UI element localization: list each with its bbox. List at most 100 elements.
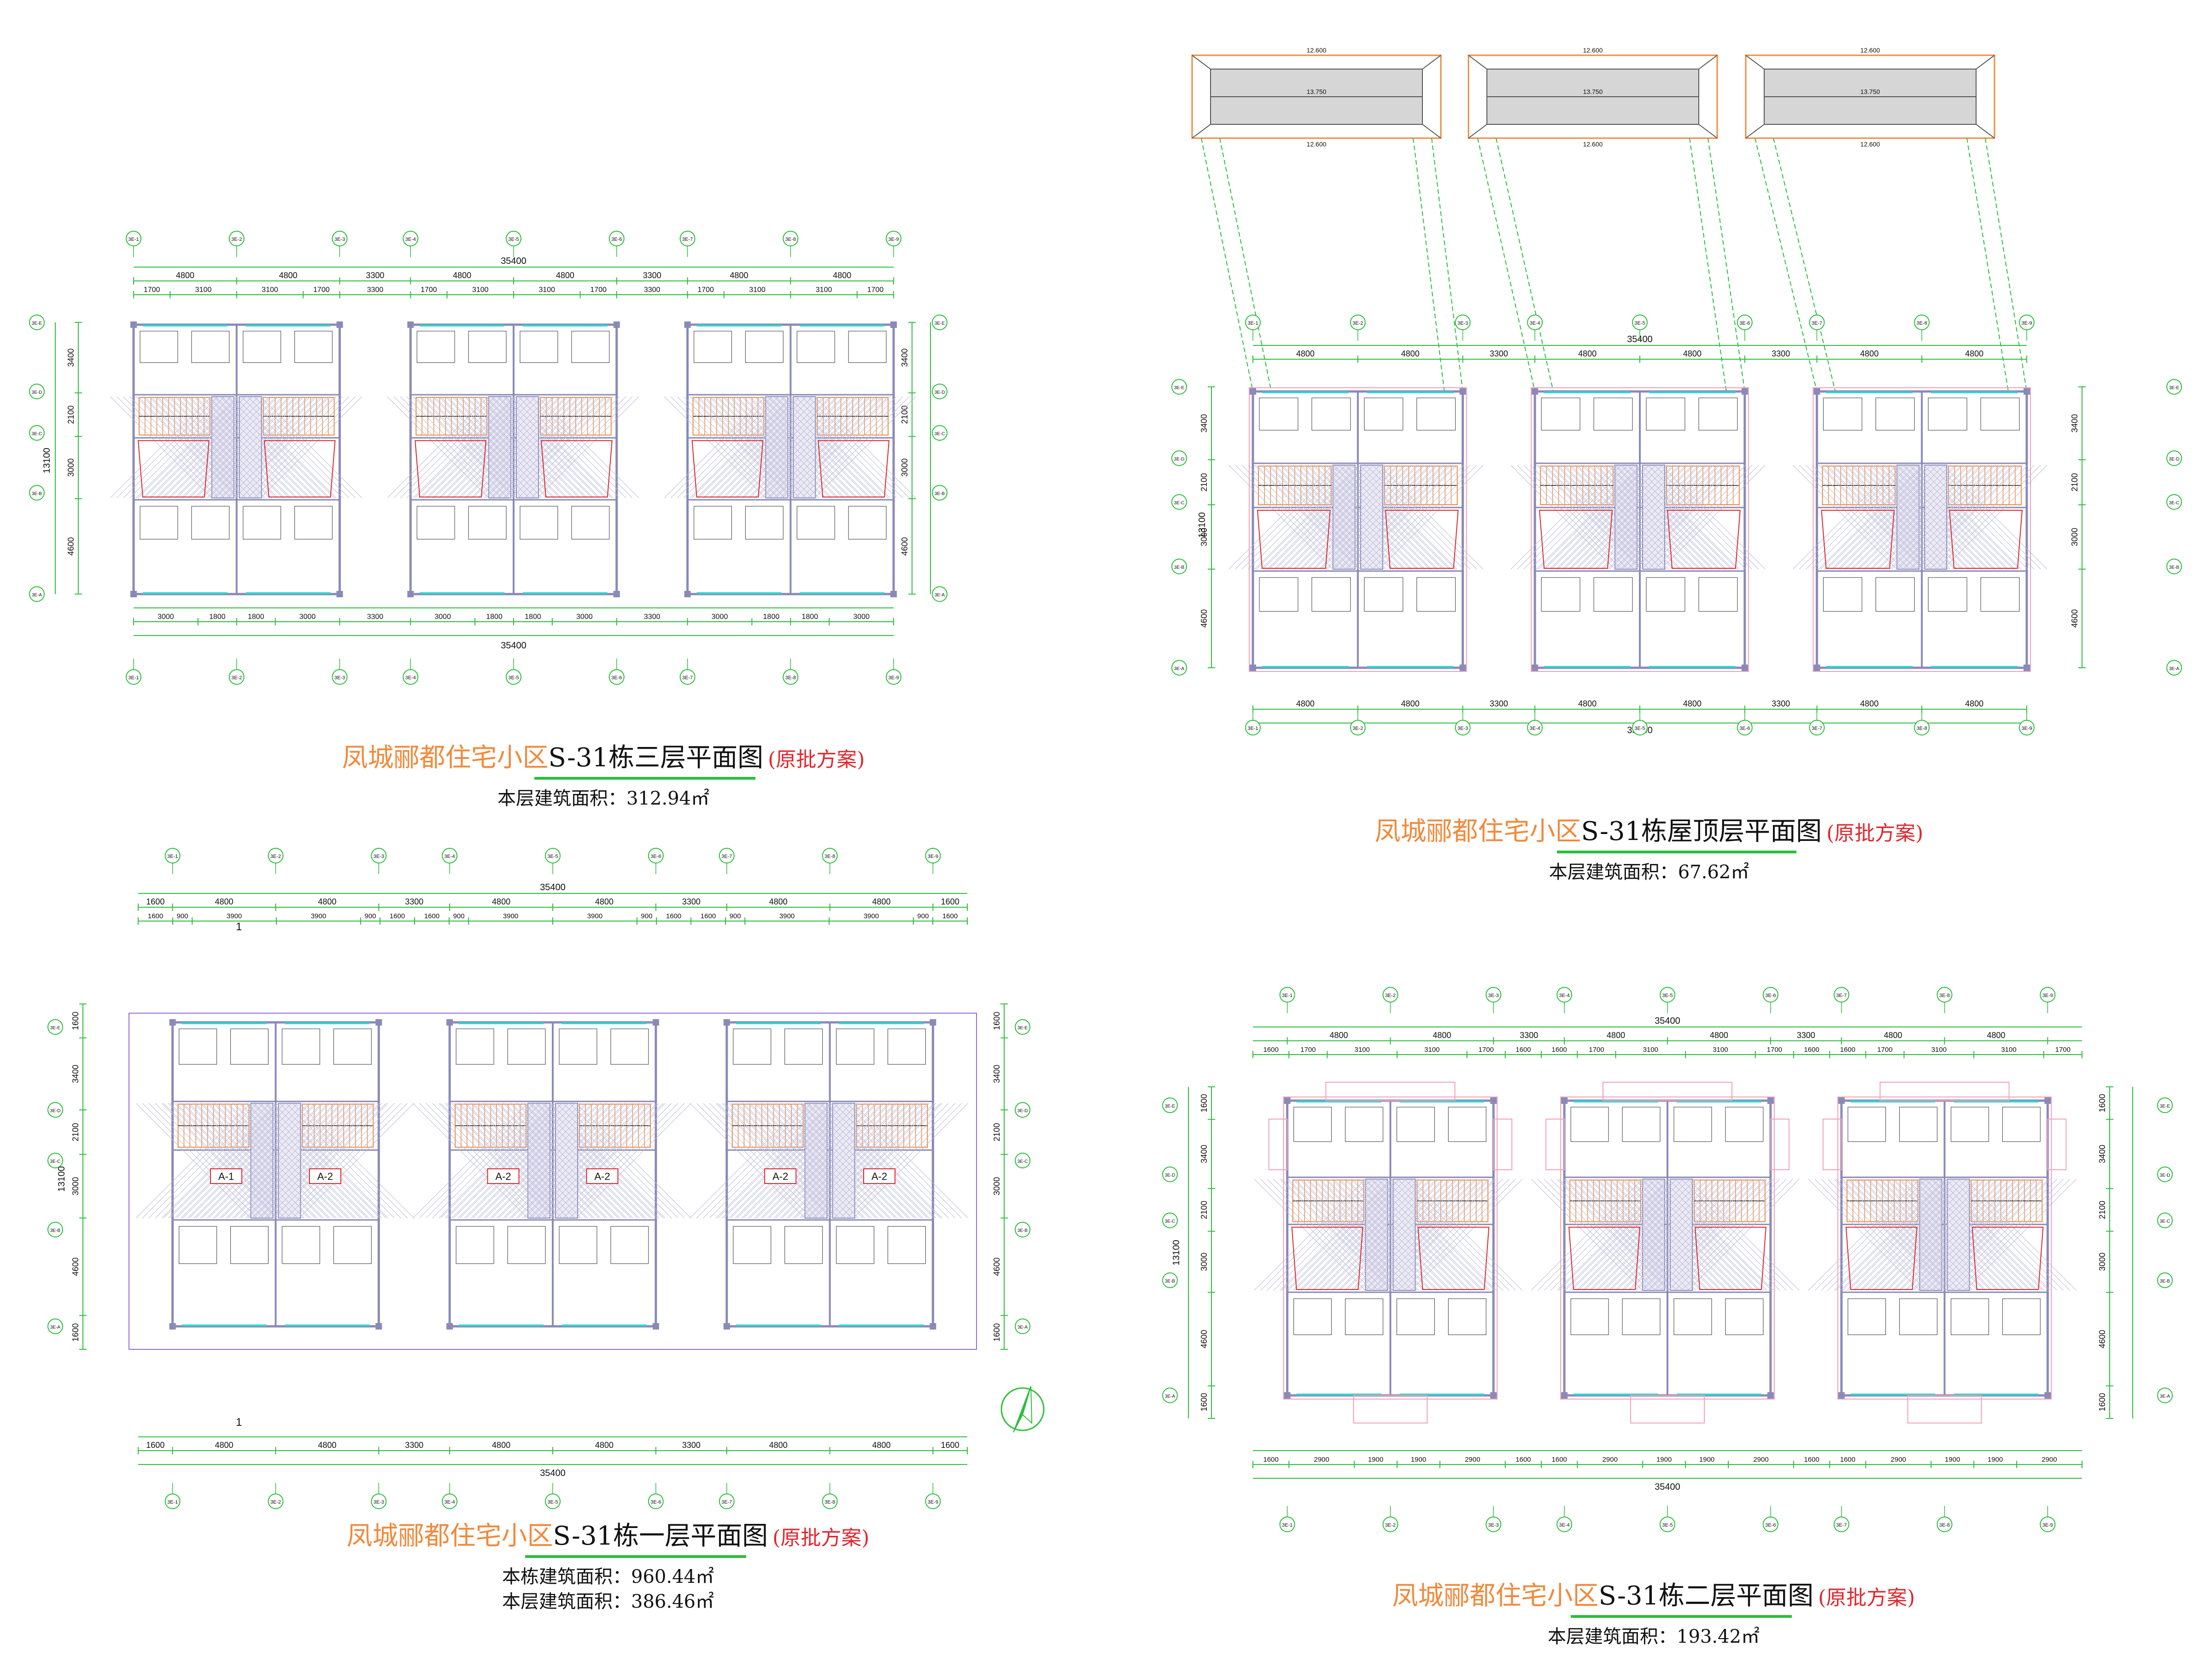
fixture <box>456 1028 494 1065</box>
hatch-line <box>807 1103 923 1219</box>
hatch-line <box>1320 1179 1432 1291</box>
side-span-label: 3400 <box>1199 414 1209 432</box>
axis-bubble: 3E-E <box>1171 379 1187 395</box>
hatch-line <box>266 1103 382 1219</box>
hatch-line <box>1628 465 1733 570</box>
column <box>684 591 691 597</box>
axis-circle <box>1015 1153 1030 1168</box>
span-label: 2900 <box>1891 1456 1906 1464</box>
span-label: 4800 <box>1296 699 1315 708</box>
roof-edge <box>1283 1097 1498 1400</box>
hatched-void <box>1256 465 1484 570</box>
span-label: 4800 <box>318 1441 336 1450</box>
span-label: 2900 <box>1314 1456 1329 1464</box>
column <box>1284 1097 1291 1104</box>
fixture <box>559 1028 597 1065</box>
fixture <box>1311 397 1351 431</box>
span-label: 1800 <box>763 613 780 621</box>
span-label: 1700 <box>421 286 437 294</box>
hatch-line <box>1846 465 1951 570</box>
hatch-line <box>511 396 614 498</box>
hatched-void <box>135 1102 386 1219</box>
column <box>336 591 343 597</box>
hatch-line <box>1325 1179 1437 1291</box>
hatch-line <box>129 396 232 498</box>
axis-label: 3E-A <box>2169 666 2180 671</box>
hatch-line <box>485 1103 601 1219</box>
hatch-line <box>767 1103 883 1219</box>
axis-label: 3E-6 <box>650 1499 661 1505</box>
fixture <box>1673 1107 1712 1142</box>
axis-bubble: 3E-C <box>47 1153 63 1168</box>
column <box>652 1323 659 1330</box>
axis-circle <box>2157 1167 2173 1182</box>
hatch-line <box>1372 465 1477 570</box>
hatch-line <box>182 1103 298 1219</box>
projection-line <box>1431 138 1463 392</box>
hatch-line <box>1836 1179 1948 1291</box>
column <box>1767 1392 1774 1399</box>
fixture <box>610 1226 649 1264</box>
hatch-line <box>1366 465 1471 570</box>
hatch-line <box>1609 1179 1720 1291</box>
axis-bubble: 3E-6 <box>1762 987 1778 1013</box>
axis-label: 3E-6 <box>1739 726 1750 731</box>
span-label: 900 <box>917 912 929 920</box>
axis-label: 3E-5 <box>547 854 558 859</box>
unit-tag-box <box>309 1168 341 1184</box>
axis-circle <box>1015 1102 1030 1118</box>
axis-label: 3E-3 <box>334 237 345 242</box>
hatch-line <box>451 1103 567 1219</box>
axis-bubble: 3E-A <box>47 1318 63 1334</box>
fixture <box>1848 1298 1886 1336</box>
axis-bubble: 3E-B <box>2166 559 2182 574</box>
hatch-line <box>1853 1179 1965 1291</box>
axis-label: 3E-B <box>2169 565 2180 570</box>
column <box>613 321 620 328</box>
hatch-line <box>1538 1179 1649 1291</box>
hatch-line <box>206 1103 322 1219</box>
side-balcony <box>2047 1119 2067 1170</box>
side-balcony <box>1545 1119 1565 1170</box>
fixture <box>230 1226 269 1264</box>
hatch-line <box>1531 1179 1643 1291</box>
hatch-line <box>260 1103 375 1219</box>
axis-circle <box>932 425 948 441</box>
axis-bubble: 3E-7 <box>1809 709 1825 735</box>
hatch-line <box>1359 465 1464 570</box>
title-underline <box>534 777 755 780</box>
side-span-label: 3400 <box>71 1065 80 1083</box>
hatch-line <box>453 1103 569 1219</box>
hatch-line <box>722 1103 837 1219</box>
hatch-line <box>717 1103 833 1219</box>
hip-line <box>1422 55 1441 70</box>
axis-label: 3E-B <box>935 491 945 496</box>
column <box>130 591 137 597</box>
fixture <box>281 1226 320 1264</box>
hatch-line <box>1391 1179 1503 1291</box>
column <box>930 1323 936 1330</box>
column <box>1561 1392 1568 1399</box>
axis-circle <box>47 1102 63 1118</box>
axis-label: 3E-B <box>1174 565 1185 570</box>
hatch-line <box>1581 465 1686 570</box>
site-outline <box>129 1013 977 1350</box>
axis-bubble: 3E-5 <box>1632 709 1648 735</box>
column <box>1490 1097 1497 1104</box>
span-label: 900 <box>177 912 188 920</box>
axis-bubble: 3E-1 <box>1279 987 1295 1013</box>
void-outline <box>239 396 262 499</box>
hatch-line <box>1878 465 1983 570</box>
hatch-line <box>1936 465 2041 570</box>
hatch-line <box>151 396 253 498</box>
column <box>1459 388 1466 395</box>
hatch-line <box>286 1103 401 1219</box>
hatch-line <box>518 396 620 498</box>
axis-bubble: 3E-2 <box>1382 1506 1398 1532</box>
hatch-line <box>460 396 562 498</box>
axis-bubble: 3E-4 <box>1527 709 1543 735</box>
projection-line <box>1773 138 1836 392</box>
hatch-line <box>208 1103 324 1219</box>
